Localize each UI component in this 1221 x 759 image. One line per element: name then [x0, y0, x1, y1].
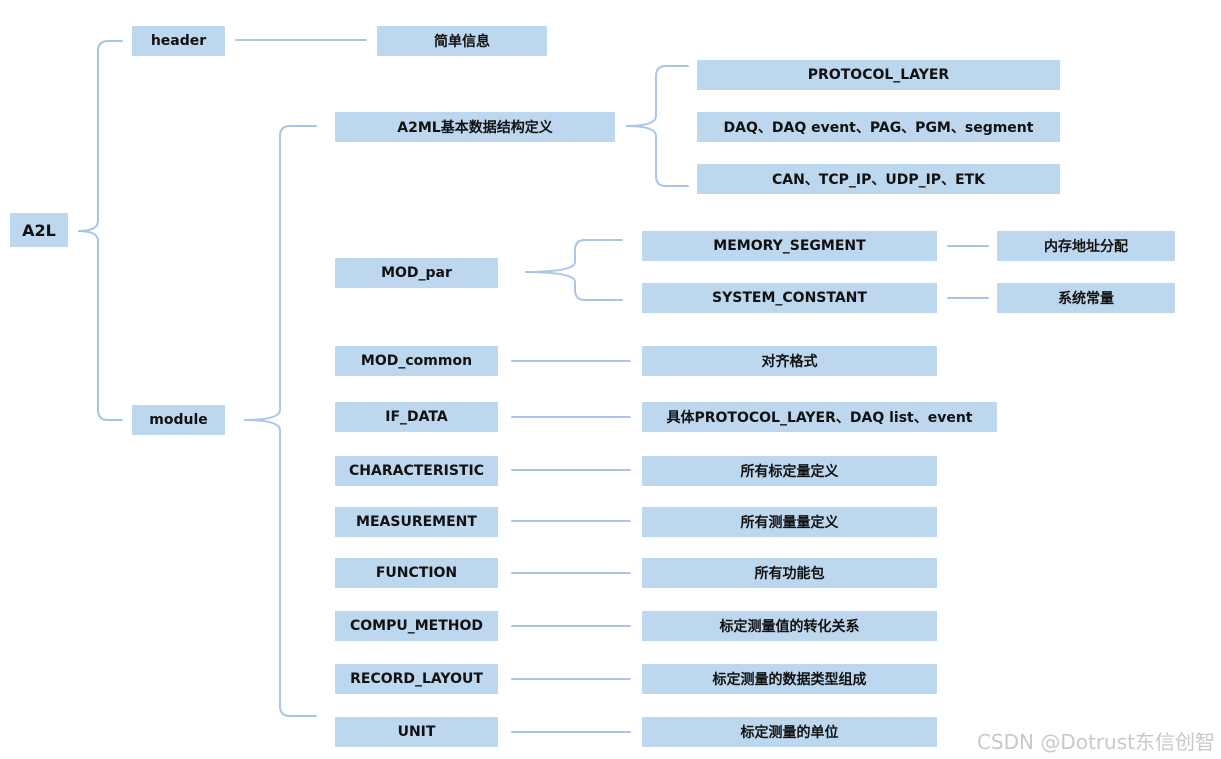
node-memory-segment-desc: 内存地址分配	[997, 231, 1175, 261]
node-header: header	[132, 26, 225, 56]
node-header-desc: 简单信息	[377, 26, 547, 56]
node-module: module	[132, 405, 225, 435]
node-unit-desc: 标定测量的单位	[642, 717, 937, 747]
node-function: FUNCTION	[335, 558, 498, 588]
node-measurement-desc: 所有测量量定义	[642, 507, 937, 537]
node-compu-method-desc: 标定测量值的转化关系	[642, 611, 937, 641]
node-mod-common: MOD_common	[335, 346, 498, 376]
node-compu-method: COMPU_METHOD	[335, 611, 498, 641]
node-function-desc: 所有功能包	[642, 558, 937, 588]
node-a2ml-daq: DAQ、DAQ event、PAG、PGM、segment	[697, 112, 1060, 142]
brace-a2ml	[625, 65, 689, 187]
brace-a2l	[77, 40, 123, 421]
node-record-layout-desc: 标定测量的数据类型组成	[642, 664, 937, 694]
node-measurement: MEASUREMENT	[335, 507, 498, 537]
node-record-layout: RECORD_LAYOUT	[335, 664, 498, 694]
node-characteristic-desc: 所有标定量定义	[642, 456, 937, 486]
watermark: CSDN @Dotrust东信创智	[976, 730, 1215, 754]
node-a2ml-can: CAN、TCP_IP、UDP_IP、ETK	[697, 164, 1060, 194]
node-a2l: A2L	[10, 213, 68, 247]
brace-mod-par	[524, 239, 623, 301]
node-a2ml: A2ML基本数据结构定义	[335, 112, 615, 142]
node-system-constant: SYSTEM_CONSTANT	[642, 283, 937, 313]
node-memory-segment: MEMORY_SEGMENT	[642, 231, 937, 261]
node-if-data-desc: 具体PROTOCOL_LAYER、DAQ list、event	[642, 402, 997, 432]
brace-module	[243, 125, 317, 717]
node-unit: UNIT	[335, 717, 498, 747]
node-mod-common-desc: 对齐格式	[642, 346, 937, 376]
node-mod-par: MOD_par	[335, 258, 498, 288]
node-a2ml-protocol: PROTOCOL_LAYER	[697, 60, 1060, 90]
node-characteristic: CHARACTERISTIC	[335, 456, 498, 486]
node-system-constant-desc: 系统常量	[997, 283, 1175, 313]
node-if-data: IF_DATA	[335, 402, 498, 432]
